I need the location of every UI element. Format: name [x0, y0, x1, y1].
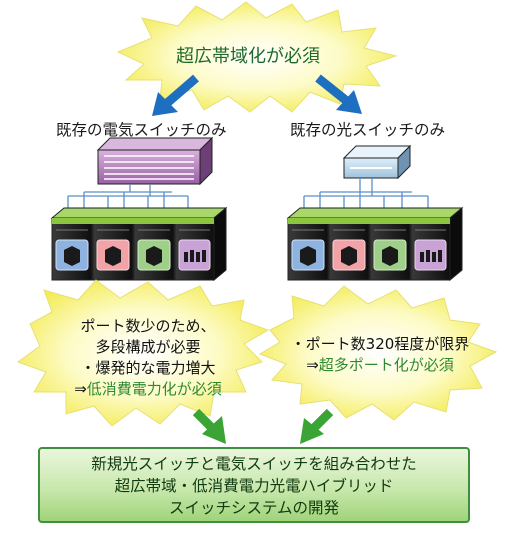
- left-column-title: 既存の電気スイッチのみ: [56, 121, 227, 139]
- green-arrow-left: [192, 408, 226, 444]
- electric-switch: [96, 136, 214, 186]
- left-burst-line1: ポート数少のため、: [80, 317, 216, 335]
- right-connections: [303, 178, 429, 212]
- left-server-rack: [50, 206, 228, 282]
- blue-arrow-right: [315, 74, 362, 114]
- right-burst-line2: ⇒超多ポート化が必須: [306, 356, 454, 374]
- right-server-rack: [286, 206, 464, 282]
- right-burst-text: ・ポート数320程度が限界 ⇒超多ポート化が必須: [282, 334, 478, 376]
- left-burst-text: ポート数少のため、 多段構成が必要 ・爆発的な電力増大 ⇒低消費電力化が必須: [50, 316, 246, 400]
- result-box: 新規光スイッチと電気スイッチを組み合わせた 超広帯域・低消費電力光電ハイブリッド…: [38, 447, 470, 523]
- result-line3: スイッチシステムの開発: [168, 499, 340, 517]
- blue-arrow-left: [152, 74, 199, 116]
- left-burst-shape: [16, 279, 270, 427]
- result-line1: 新規光スイッチと電気スイッチを組み合わせた: [91, 455, 417, 473]
- top-burst-label: 超広帯域化が必須: [176, 46, 320, 67]
- optical-switch: [342, 144, 412, 180]
- left-burst-line4: ⇒低消費電力化が必須: [74, 380, 222, 398]
- right-burst-line1: ・ポート数320程度が限界: [290, 335, 470, 353]
- right-burst-shape: [258, 285, 498, 421]
- left-burst-line3: ・爆発的な電力増大: [80, 359, 216, 377]
- left-burst-line2: 多段構成が必要: [95, 338, 201, 356]
- result-line2: 超広帯域・低消費電力光電ハイブリッド: [114, 477, 394, 495]
- right-column-title: 既存の光スイッチのみ: [290, 121, 446, 139]
- green-arrow-right: [300, 408, 334, 444]
